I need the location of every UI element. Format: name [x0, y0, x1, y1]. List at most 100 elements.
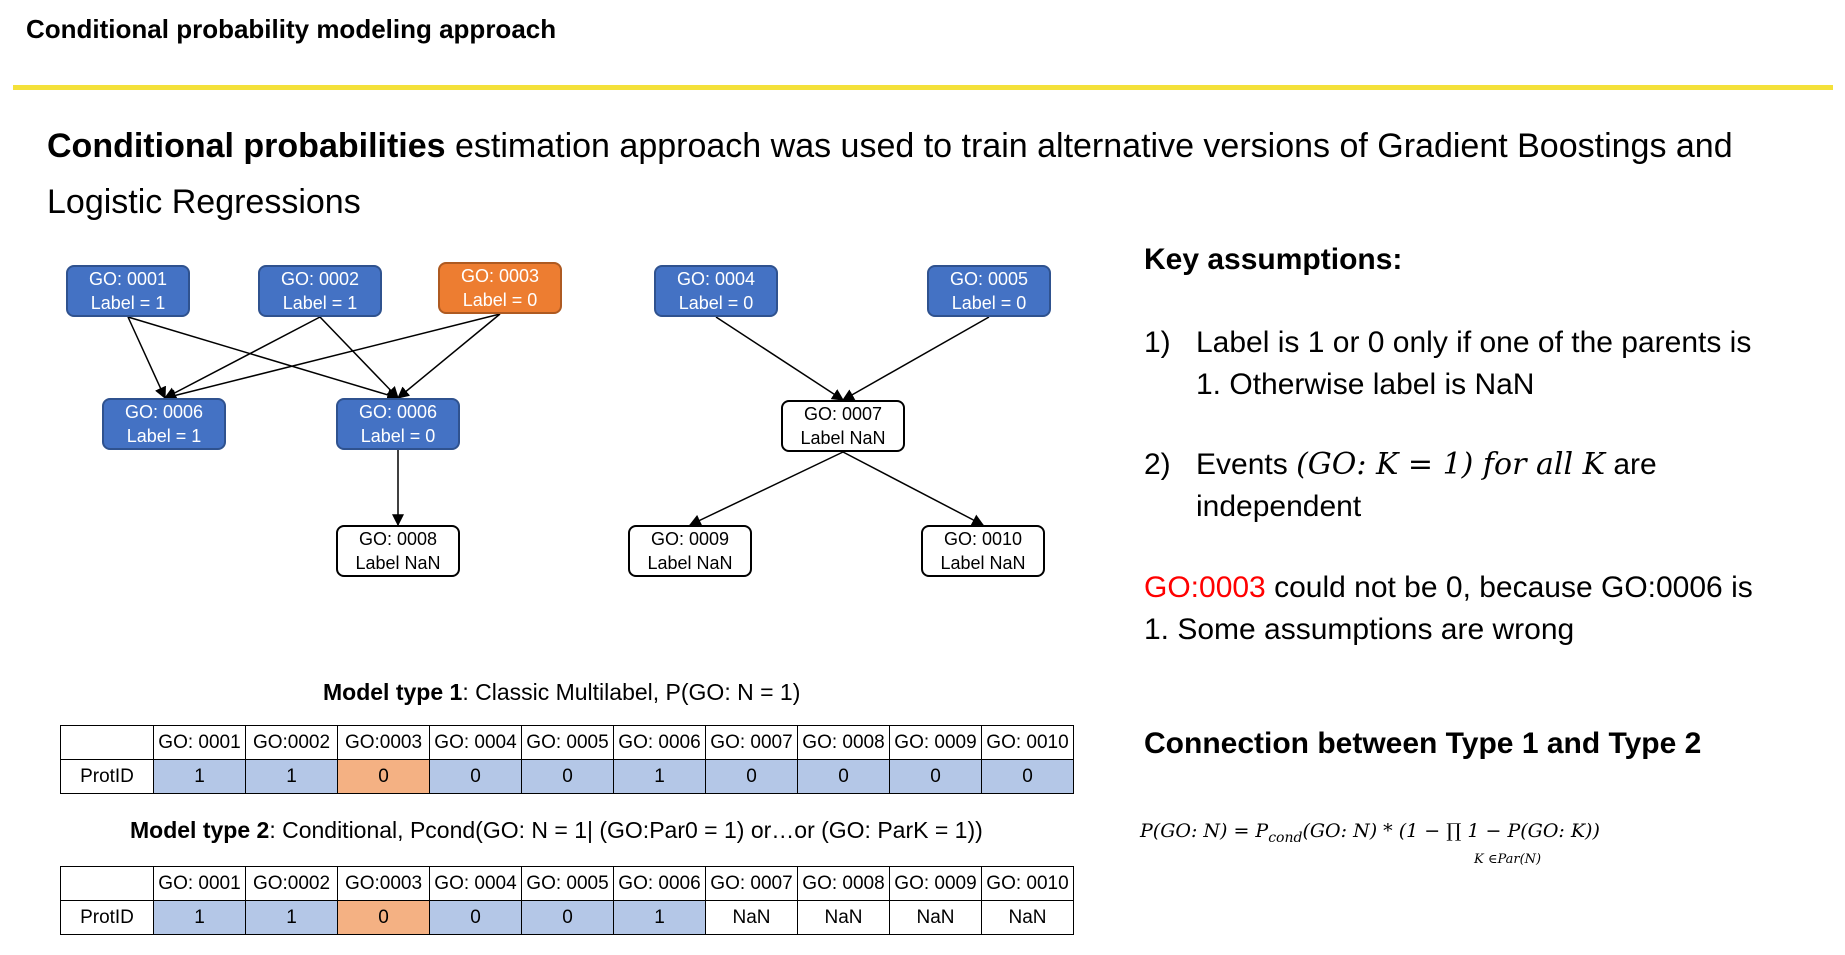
graph-node-id: GO: 0007	[803, 404, 883, 424]
value-cell: 0	[429, 900, 522, 935]
assumption-1-number: 1)	[1144, 326, 1171, 359]
header-cell: GO: 0009	[889, 866, 982, 901]
graph-node-id: GO: 0001	[88, 269, 168, 289]
header-cell: GO: 0006	[613, 725, 706, 760]
intro-paragraph: Conditional probabilities estimation app…	[47, 118, 1837, 230]
edge-n2-n6a	[163, 316, 321, 399]
edge-n1-n6b	[127, 316, 400, 401]
graph-node-label: Label NaN	[647, 553, 733, 573]
assumption-2-number: 2)	[1144, 448, 1171, 481]
value-cell: 0	[521, 900, 614, 935]
header-cell: GO: 0004	[429, 725, 522, 760]
graph-node-label: Label = 1	[126, 426, 202, 446]
header-cell: GO: 0010	[981, 725, 1074, 760]
header-cell: GO:0002	[245, 866, 338, 901]
edge-n5-n7	[841, 316, 990, 401]
value-cell: NaN	[797, 900, 890, 935]
graph-node-label: Label = 1	[90, 293, 166, 313]
value-cell: 0	[981, 759, 1074, 794]
edge-n7-n9	[688, 451, 844, 526]
header-cell: GO: 0006	[613, 866, 706, 901]
value-cell: 0	[337, 759, 430, 794]
header-cell: GO: 0004	[429, 866, 522, 901]
model2-caption-rest: : Conditional, Pcond(GO: N = 1| (GO:Par0…	[269, 817, 983, 843]
value-cell: 1	[153, 759, 246, 794]
formula-lhs: P(GO: N) = P	[1140, 820, 1269, 842]
hierarchy-graph	[127, 313, 990, 527]
formula-under: K ∈Par(N)	[1474, 852, 1542, 867]
assumption-1-text: Label is 1 or 0 only if one of the paren…	[1196, 326, 1752, 401]
header-cell: GO:0003	[337, 725, 430, 760]
header-cell: GO: 0001	[153, 725, 246, 760]
graph-node-label: Label = 0	[951, 293, 1027, 313]
connection-formula: P(GO: N) = Pcond(GO: N) * (1 − ∏ 1 − P(G…	[1140, 820, 1600, 867]
graph-node-label: Label = 0	[678, 293, 754, 313]
value-cell: NaN	[981, 900, 1074, 935]
model2-caption: Model type 2: Conditional, Pcond(GO: N =…	[130, 817, 983, 844]
header-cell: GO:0002	[245, 725, 338, 760]
value-cell: 1	[245, 759, 338, 794]
header-cell: GO: 0008	[797, 866, 890, 901]
header-cell	[60, 866, 154, 901]
graph-node-label: Label = 0	[360, 426, 436, 446]
header-cell: GO: 0005	[521, 725, 614, 760]
value-cell: 0	[429, 759, 522, 794]
connection-title: Connection between Type 1 and Type 2	[1144, 727, 1702, 760]
header-divider	[13, 85, 1833, 90]
value-cell: NaN	[889, 900, 982, 935]
header-cell: GO: 0007	[705, 725, 798, 760]
assumption-1: 1) Label is 1 or 0 only if one of the pa…	[1144, 322, 1764, 412]
graph-node-id: GO: 0010	[943, 529, 1023, 549]
assumption-2-post: are independent	[1196, 448, 1657, 523]
assumption-2-text: Events (GO: K = 1) for all K are indepen…	[1196, 444, 1756, 528]
graph-node-label: Label NaN	[940, 553, 1026, 573]
header-cell: GO: 0008	[797, 725, 890, 760]
assumption-2-math: (GO: K = 1) for all K	[1296, 447, 1605, 482]
edge-n3-n6b	[397, 313, 501, 399]
header-cell: GO: 0001	[153, 866, 246, 901]
model2-caption-bold: Model type 2	[130, 817, 270, 843]
formula-mid: (GO: N) * (1 − ∏ 1 − P(GO: K))	[1302, 820, 1600, 842]
contradiction-note-highlight: GO:0003	[1144, 571, 1266, 604]
value-cell: 0	[797, 759, 890, 794]
formula-sub: cond	[1268, 829, 1303, 846]
value-cell: 0	[705, 759, 798, 794]
graph-node-id: GO: 0003	[460, 266, 540, 286]
header-cell: GO: 0007	[705, 866, 798, 901]
edge-n1-n6a	[127, 316, 166, 400]
graph-node-label: Label = 1	[282, 293, 358, 313]
intro-rest: estimation approach was used to train al…	[47, 127, 1733, 221]
header-cell: GO: 0005	[521, 866, 614, 901]
assumption-2-pre: Events	[1196, 448, 1297, 481]
model1-caption-rest: : Classic Multilabel, P(GO: N = 1)	[462, 679, 801, 705]
header-cell: GO: 0010	[981, 866, 1074, 901]
edge-n2-n6b	[319, 316, 399, 399]
row-label: ProtID	[60, 900, 154, 935]
graph-node-label: Label NaN	[355, 553, 441, 573]
graph-node-id: GO: 0005	[949, 269, 1029, 289]
value-cell: 0	[889, 759, 982, 794]
value-cell: 0	[521, 759, 614, 794]
assumptions-title: Key assumptions:	[1144, 243, 1403, 276]
assumption-2: 2) Events (GO: K = 1) for all K are inde…	[1144, 444, 1764, 534]
value-cell: 0	[337, 900, 430, 935]
model1-caption-bold: Model type 1	[323, 679, 463, 705]
header-cell: GO: 0009	[889, 725, 982, 760]
model1-caption: Model type 1: Classic Multilabel, P(GO: …	[323, 679, 800, 706]
graph-node-id: GO: 0004	[676, 269, 756, 289]
value-cell: 1	[153, 900, 246, 935]
